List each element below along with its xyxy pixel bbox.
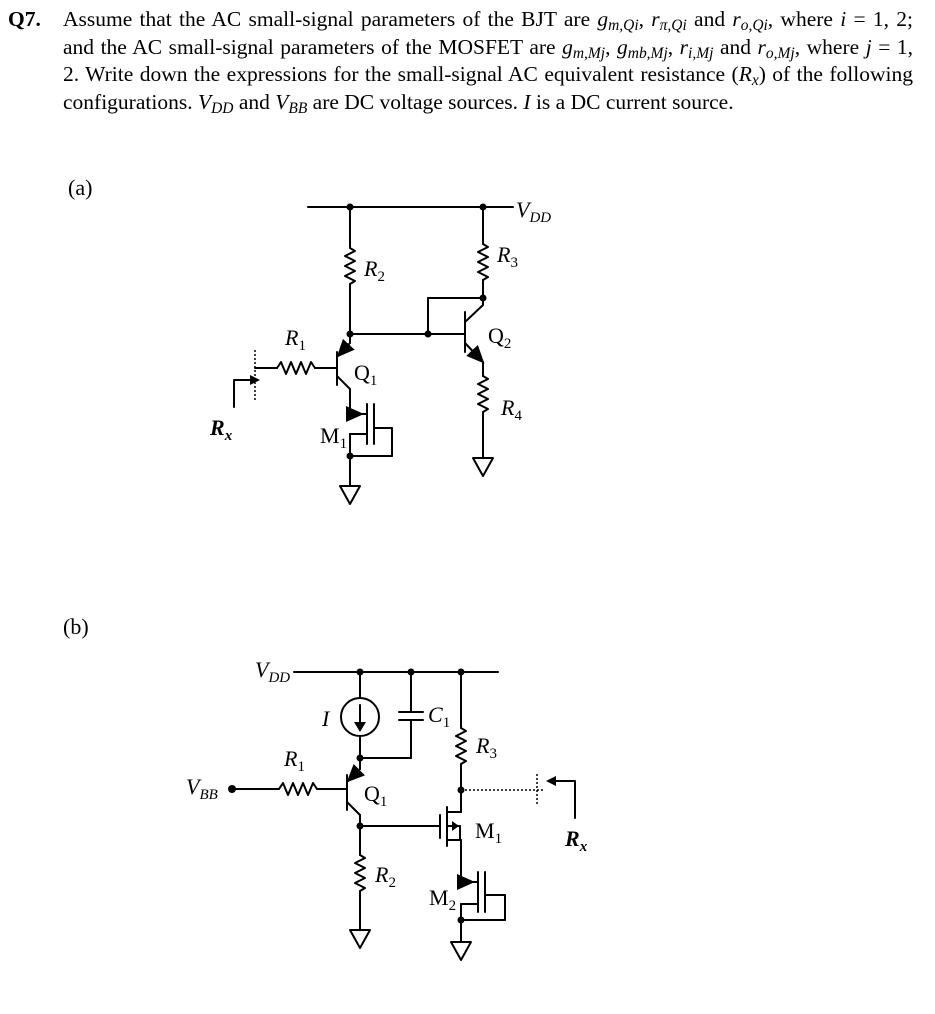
resistor-r3-a xyxy=(477,243,489,281)
label-m2-b: M2 xyxy=(429,885,456,914)
question-text: Assume that the AC small-signal paramete… xyxy=(63,7,914,117)
label-r2-a: R2 xyxy=(363,256,385,285)
label-m1-b: M1 xyxy=(475,818,502,847)
label-r1-b: R1 xyxy=(283,746,305,775)
label-r3-a: R3 xyxy=(496,242,518,271)
label-c1-b: C1 xyxy=(428,702,450,731)
ground-m1-a xyxy=(339,485,361,505)
label-q1-a: Q1 xyxy=(354,360,377,389)
transistor-q2 xyxy=(424,297,485,377)
question-block: Q7. Assume that the AC small-signal para… xyxy=(8,6,913,116)
label-vdd-a: VDD xyxy=(516,197,551,226)
part-a-label: (a) xyxy=(68,175,93,200)
transistor-m1-a xyxy=(339,401,393,505)
resistor-r2-b xyxy=(354,854,366,892)
resistor-r3-b xyxy=(455,727,467,765)
rx-arrow-a xyxy=(233,379,251,408)
label-q1-b: Q1 xyxy=(364,781,387,810)
resistor-r2-a xyxy=(344,247,356,285)
label-vbb-b: VBB xyxy=(186,774,218,803)
label-r1-a: R1 xyxy=(284,325,306,354)
resistor-r1-b xyxy=(278,782,318,796)
ground-r2-b xyxy=(349,929,371,949)
part-b-label: (b) xyxy=(63,614,89,639)
label-m1-a: M1 xyxy=(320,423,347,452)
label-vdd-b: VDD xyxy=(255,657,290,686)
label-q2-a: Q2 xyxy=(488,323,511,352)
label-rx-b: Rx xyxy=(564,826,588,855)
circuit-a: VDD R2 R3 Q2 R4 R1 Q1 M1 Rx xyxy=(209,197,551,505)
transistor-q1-a xyxy=(336,333,355,403)
ground-r4-a xyxy=(472,457,494,477)
transistor-m1-b xyxy=(439,789,462,871)
label-rx-a: Rx xyxy=(209,415,233,444)
transistor-m2-b xyxy=(450,869,506,961)
rx-arrow-b xyxy=(555,780,576,819)
resistor-r1-a xyxy=(276,361,316,375)
circuit-b: VDD I C1 R3 R1 VBB Q1 M1 Rx R2 M2 xyxy=(186,657,588,961)
ground-m2-b xyxy=(450,941,472,961)
resistor-r4-a xyxy=(477,375,489,413)
capacitor-c1 xyxy=(356,671,424,762)
transistor-q1-b xyxy=(346,757,365,830)
label-i-b: I xyxy=(321,706,331,731)
current-source-i xyxy=(340,671,380,759)
label-r3-b: R3 xyxy=(475,733,497,762)
label-r4-a: R4 xyxy=(500,395,522,424)
label-r2-b: R2 xyxy=(374,862,396,891)
question-number: Q7. xyxy=(8,7,41,31)
